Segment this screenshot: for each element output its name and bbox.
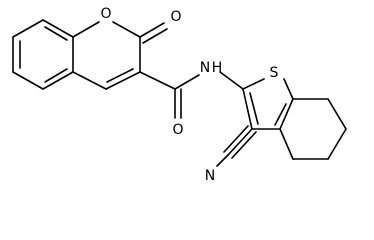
bond (327, 128, 347, 160)
bond (72, 71, 107, 90)
ring-oxygen-label: O (100, 6, 111, 22)
bond (42, 19, 74, 38)
bond (279, 98, 294, 130)
nitrile-nitrogen-label: N (205, 168, 215, 184)
benzene-ring (12, 19, 74, 90)
bond (139, 71, 176, 90)
bond (12, 71, 44, 90)
bond (227, 128, 253, 156)
triple-bond (223, 125, 249, 153)
amide-hydrogen-label: H (212, 60, 223, 76)
pyranone-ring (72, 21, 168, 90)
thiophene-ring (242, 78, 294, 130)
amide-group (139, 71, 244, 119)
double-bond-inner (44, 68, 68, 83)
double-bond-inner (249, 92, 259, 125)
bond (242, 88, 253, 130)
bond (174, 74, 200, 90)
bond (219, 71, 244, 90)
carbonyl-oxygen-label: O (170, 9, 181, 25)
cyclohexene-ring (279, 98, 347, 160)
thiophene-sulfur-label: S (270, 65, 279, 81)
double-bond-outer (142, 28, 168, 44)
bond (283, 78, 294, 100)
double-bond-inner (44, 26, 68, 41)
bond (12, 19, 44, 38)
bond (139, 22, 165, 38)
double-bond-inner (106, 68, 134, 83)
bond (327, 98, 347, 130)
bond (42, 71, 74, 90)
double-bond-inner (274, 103, 287, 126)
bond (72, 21, 100, 38)
bond (105, 71, 141, 90)
chemical-structure-diagram: O O N H O S N (12, 6, 347, 184)
bond (216, 154, 229, 167)
amide-nitrogen-label: N (200, 60, 210, 76)
bond (242, 78, 265, 90)
triple-bond (231, 131, 257, 159)
bond (279, 128, 294, 160)
bond (112, 21, 141, 38)
nitrile-group (216, 125, 257, 167)
amide-oxygen-label: O (172, 122, 183, 138)
